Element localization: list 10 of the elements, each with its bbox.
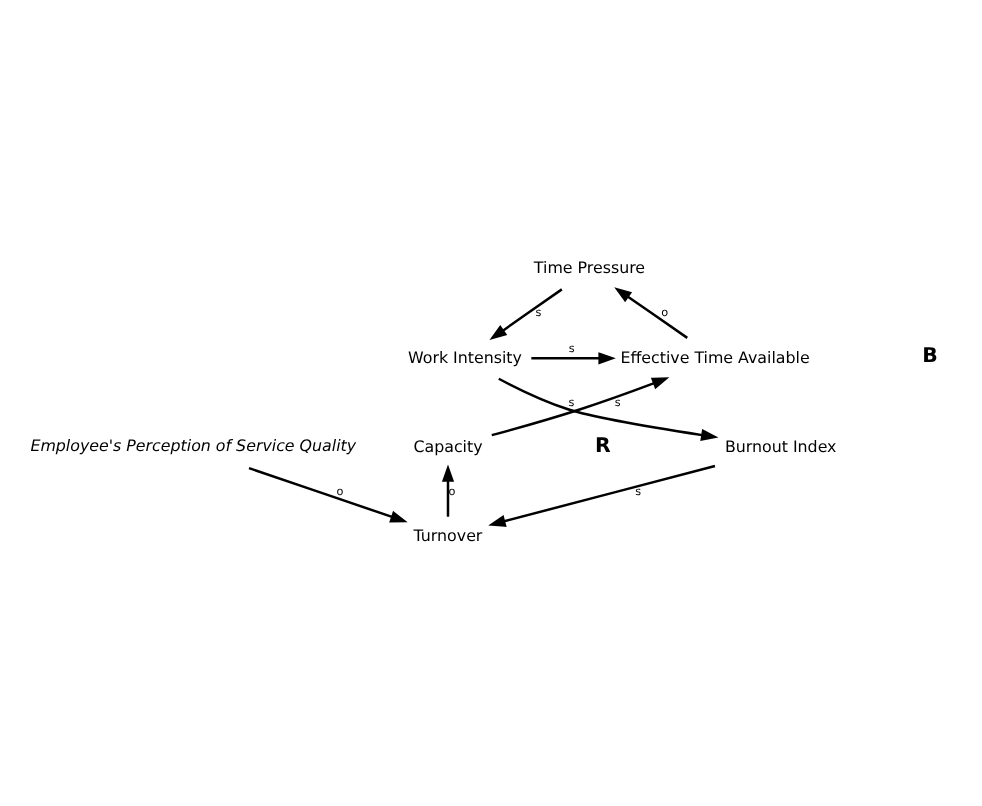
arrow [441, 464, 455, 517]
arrow [489, 288, 563, 341]
arrow [488, 464, 716, 527]
arrow [248, 467, 408, 523]
label: B [922, 346, 938, 369]
arrow [498, 377, 719, 441]
arrow [531, 352, 616, 365]
arrow [614, 287, 688, 339]
arrow [491, 377, 670, 437]
label: R [595, 435, 611, 458]
